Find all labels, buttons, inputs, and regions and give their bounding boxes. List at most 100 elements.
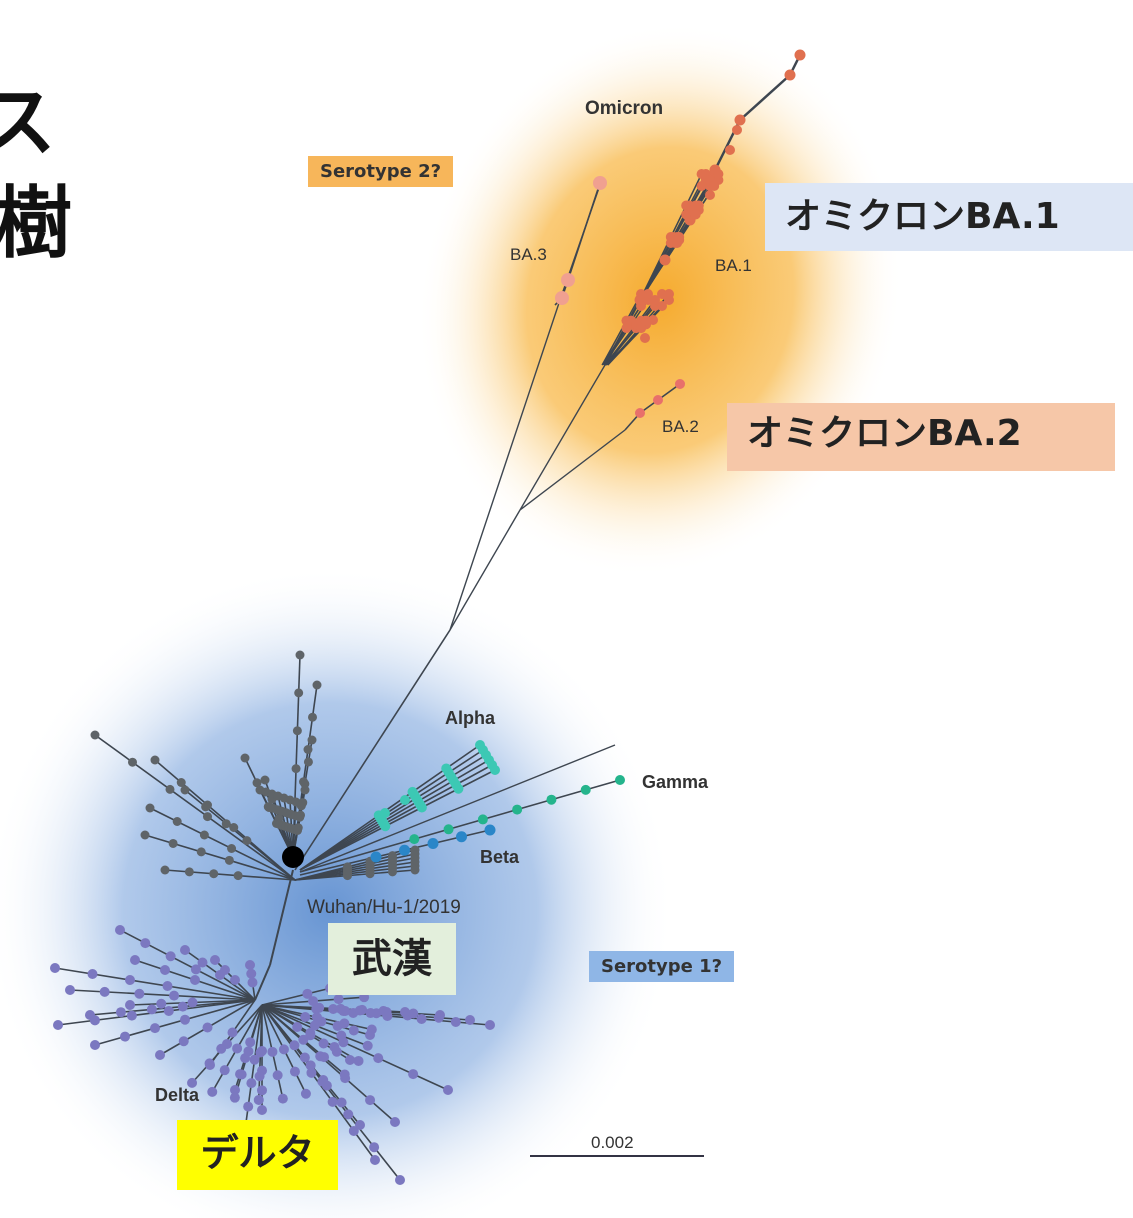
delta-node xyxy=(210,955,220,965)
alpha-node xyxy=(490,765,500,775)
delta-node xyxy=(348,1025,359,1036)
ba1-node xyxy=(696,181,707,191)
delta-node xyxy=(485,1020,495,1030)
delta-node xyxy=(308,996,319,1007)
ba1-node xyxy=(636,301,646,311)
wuhan-node xyxy=(165,784,175,794)
delta-node xyxy=(357,1004,368,1015)
tree-branch xyxy=(269,869,294,966)
delta-node xyxy=(321,1080,332,1091)
delta-node xyxy=(125,1000,135,1010)
wuhan-node xyxy=(199,830,209,840)
delta-node xyxy=(207,1086,218,1097)
delta-node xyxy=(408,1069,419,1080)
ba1-node xyxy=(794,49,806,61)
delta-node xyxy=(366,1024,377,1035)
wuhan-node xyxy=(240,753,250,763)
wuhan-node xyxy=(196,847,206,857)
wuhan-node xyxy=(307,735,317,745)
delta-node xyxy=(165,951,176,962)
delta-node xyxy=(50,963,60,973)
delta-node xyxy=(230,975,240,985)
wuhan-node xyxy=(410,845,420,855)
tree-branch xyxy=(604,299,656,366)
delta-node xyxy=(220,965,230,975)
delta-node xyxy=(140,938,151,949)
delta-node xyxy=(343,1109,354,1120)
title-line-2: 樹 xyxy=(0,179,73,269)
tree-branch xyxy=(519,429,626,511)
omicron-ba1-annotation: オミクロンBA.1 xyxy=(765,183,1133,251)
ba2-node xyxy=(653,395,663,405)
ba3-node xyxy=(561,273,575,287)
delta-node xyxy=(345,1055,355,1065)
gamma-node xyxy=(477,814,488,825)
delta-node xyxy=(227,1027,238,1038)
delta-node xyxy=(289,1040,300,1051)
delta-node xyxy=(115,1007,126,1018)
delta-node xyxy=(333,994,344,1005)
delta-node xyxy=(311,1004,322,1015)
ba1-node xyxy=(662,291,672,301)
delta-node xyxy=(292,1022,303,1032)
delta-node xyxy=(190,964,201,975)
alpha-node xyxy=(380,808,390,818)
delta-node xyxy=(219,1065,230,1076)
ba1-node xyxy=(674,232,685,242)
delta-node xyxy=(306,1067,317,1078)
ba1-node xyxy=(709,181,720,191)
wuhan-node xyxy=(295,812,305,822)
gamma-node xyxy=(443,824,454,835)
wuhan-node xyxy=(292,726,302,736)
delta-node xyxy=(365,1008,376,1019)
omicron-region-glow xyxy=(417,22,903,578)
delta-node xyxy=(300,1012,311,1022)
delta-node xyxy=(370,1155,380,1165)
delta-node xyxy=(163,1005,174,1016)
delta-node xyxy=(416,1014,427,1024)
delta-node xyxy=(272,1070,283,1081)
delta-node xyxy=(255,1047,266,1058)
tree-branch xyxy=(94,734,296,881)
delta-node xyxy=(245,960,255,970)
delta-node xyxy=(318,1038,329,1049)
ba2-node xyxy=(675,379,685,389)
delta-node xyxy=(65,985,75,995)
wuhan-node xyxy=(224,855,234,865)
delta-node xyxy=(339,1018,350,1029)
wuhan-node xyxy=(168,838,178,848)
alpha-label: Alpha xyxy=(445,708,496,728)
delta-node xyxy=(130,955,140,965)
delta-node xyxy=(300,1088,311,1099)
ba1-node xyxy=(650,295,660,305)
wuhan-node xyxy=(294,688,304,698)
alpha-node xyxy=(400,795,410,805)
wuhan-node xyxy=(295,650,305,660)
ba1-node xyxy=(705,190,715,200)
delta-node xyxy=(328,1004,339,1014)
delta-node xyxy=(177,1001,188,1012)
delta-node xyxy=(115,925,125,935)
ba1-node xyxy=(643,289,653,299)
tree-branch xyxy=(449,299,561,631)
ba1-node xyxy=(784,69,796,81)
tree-branch xyxy=(519,364,606,511)
wuhan-node xyxy=(209,869,219,879)
delta-node xyxy=(257,1085,267,1096)
omicron-label: Omicron xyxy=(585,98,663,119)
delta-node xyxy=(249,1054,260,1065)
wuhan-node xyxy=(308,712,317,722)
delta-node xyxy=(204,1058,215,1069)
delta-node xyxy=(311,1012,322,1023)
delta-node xyxy=(319,1052,330,1063)
ba1-node xyxy=(725,145,735,155)
alpha-node xyxy=(416,802,427,813)
ba1-node xyxy=(640,333,650,343)
delta-node xyxy=(126,1010,137,1021)
tree-branch xyxy=(739,74,791,121)
delta-node xyxy=(178,1036,189,1047)
delta-node xyxy=(362,1040,373,1051)
ba1-node xyxy=(713,169,724,179)
tree-branch xyxy=(299,779,621,873)
delta-node xyxy=(395,1175,405,1185)
